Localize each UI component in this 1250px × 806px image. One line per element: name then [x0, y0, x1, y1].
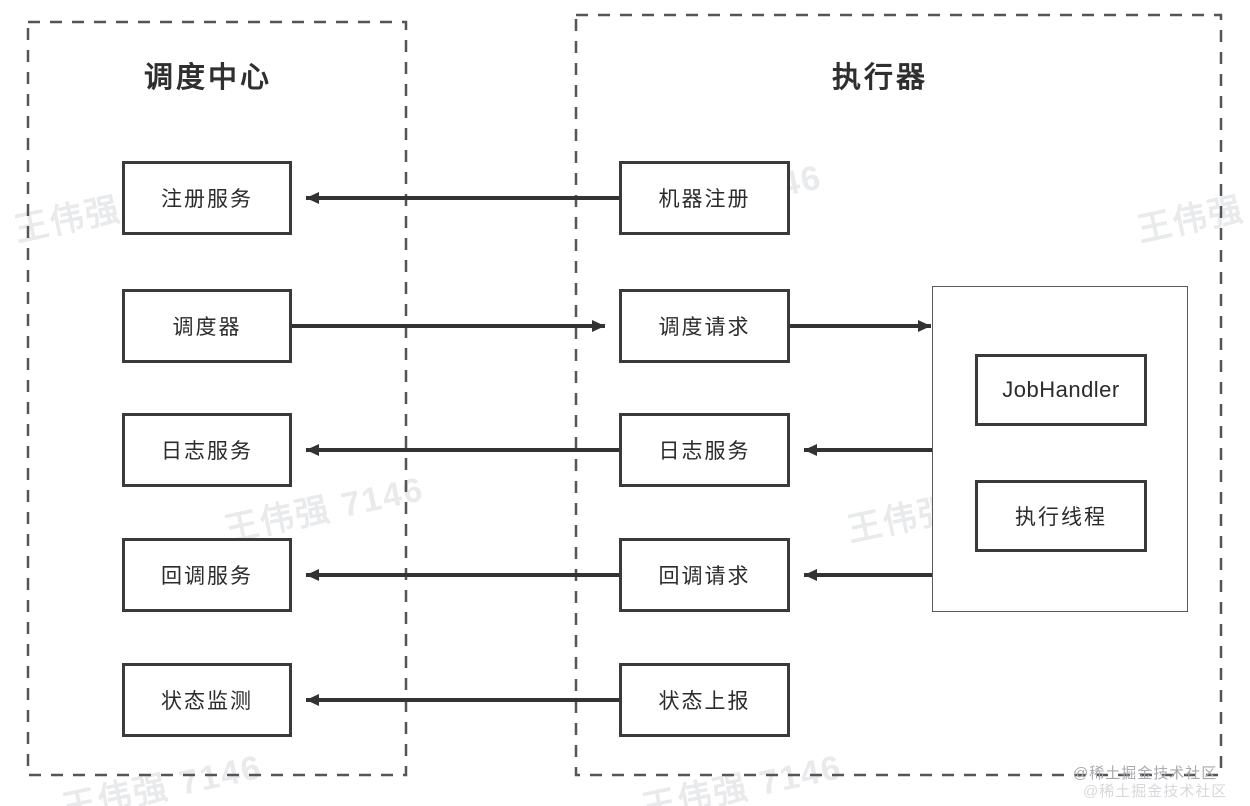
corner-watermark-secondary: @稀土掘金技术社区: [1083, 783, 1228, 800]
node-scheduler[interactable]: 调度器: [122, 289, 292, 363]
corner-watermark-primary: @稀土掘金技术社区: [1073, 765, 1218, 782]
node-status-report[interactable]: 状态上报: [619, 663, 790, 737]
node-log-service-right[interactable]: 日志服务: [619, 413, 790, 487]
panel-title-scheduler-center: 调度中心: [143, 62, 273, 94]
node-register-service[interactable]: 注册服务: [122, 161, 292, 235]
executor-runtime-container: [932, 286, 1188, 612]
node-job-handler[interactable]: JobHandler: [975, 354, 1147, 426]
node-log-service-left[interactable]: 日志服务: [122, 413, 292, 487]
node-status-monitor[interactable]: 状态监测: [122, 663, 292, 737]
node-callback-service[interactable]: 回调服务: [122, 538, 292, 612]
panel-executor-border: [574, 13, 1223, 777]
node-machine-register[interactable]: 机器注册: [619, 161, 790, 235]
node-callback-request[interactable]: 回调请求: [619, 538, 790, 612]
panel-title-executor: 执行器: [831, 62, 929, 94]
node-schedule-request[interactable]: 调度请求: [619, 289, 790, 363]
node-exec-thread[interactable]: 执行线程: [975, 480, 1147, 552]
panel-scheduler-center-border: [26, 20, 408, 777]
